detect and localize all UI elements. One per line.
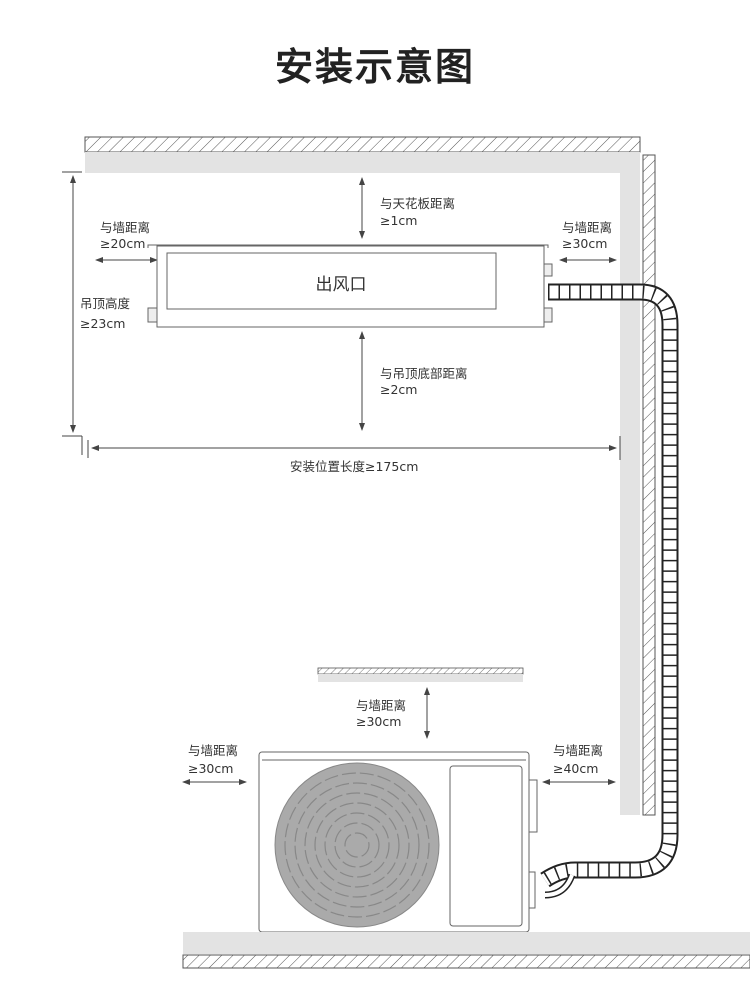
ceiling-height-label: 吊顶高度 [80,296,131,311]
outdoor-left-wall-label: 与墙距离 [188,743,239,758]
outdoor-left-wall-value: ≥30cm [188,761,234,776]
air-outlet-label: 出风口 [315,275,367,295]
floor [182,932,750,969]
page-title: 安装示意图 [274,45,475,89]
indoor-right-wall-value: ≥30cm [562,236,608,251]
ceiling-height-value: ≥23cm [80,316,126,331]
fan-grille [274,762,440,928]
indoor-unit [147,244,553,328]
bottom-gap-label: 与吊顶底部距离 [380,366,468,381]
install-length-label: 安装位置长度≥175cm [290,459,419,474]
outdoor-right-wall-label: 与墙距离 [553,743,604,758]
refrigerant-pipe [540,283,679,899]
bottom-gap-value: ≥2cm [380,382,418,397]
ceiling-height-dimension [62,171,83,455]
outdoor-right-wall-value: ≥40cm [553,761,599,776]
ceiling-gap-value: ≥1cm [380,213,418,228]
right-wall [620,152,656,816]
indoor-left-wall-label: 与墙距离 [100,220,151,235]
outdoor-top-wall-value: ≥30cm [356,714,402,729]
ceiling-slab [84,136,641,173]
outdoor-unit [258,751,538,933]
install-length-dimension [87,436,621,460]
outdoor-top-wall-label: 与墙距离 [356,698,407,713]
outdoor-top-wall [317,667,524,682]
indoor-right-wall-label: 与墙距离 [562,220,613,235]
air-outlet [166,252,497,310]
ceiling-gap-label: 与天花板距离 [380,196,456,211]
indoor-left-wall-value: ≥20cm [100,236,146,251]
